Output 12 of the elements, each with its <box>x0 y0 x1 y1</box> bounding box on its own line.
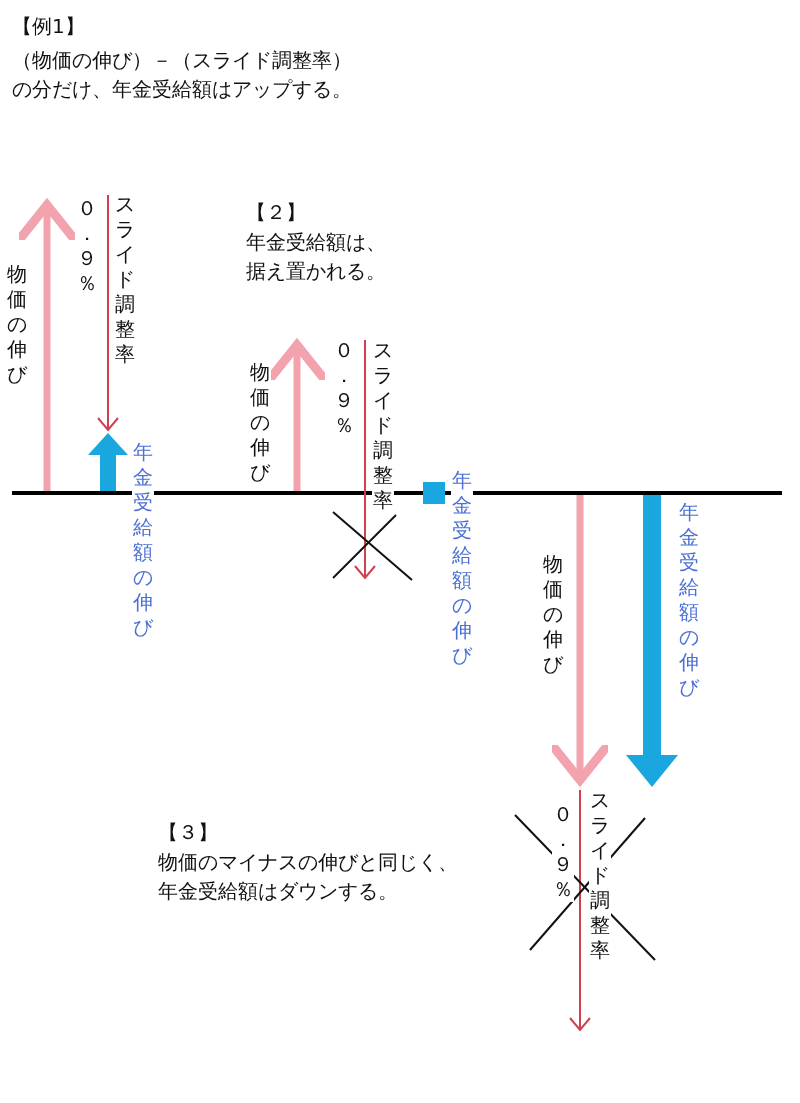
heading: 【例1】 <box>12 13 85 40</box>
axis-label: 年金受給額の伸び <box>678 500 700 700</box>
description-text: （物価の伸び）－（スライド調整率）の分だけ、年金受給額はアップする。 <box>12 47 353 103</box>
axis-label: 年金受給額の伸び <box>451 468 473 668</box>
heading: 【３】 <box>158 819 218 846</box>
description-text: 物価のマイナスの伸びと同じく、年金受給額はダウンする。 <box>158 849 459 905</box>
heading: 【２】 <box>246 199 306 226</box>
axis-label: 年金受給額の伸び <box>132 440 154 640</box>
description-text: 年金受給額は、据え置かれる。 <box>246 229 387 285</box>
axis-label: 物価の伸び <box>542 552 564 677</box>
axis-label: 物価の伸び <box>6 262 28 387</box>
axis-label: 物価の伸び <box>249 360 271 485</box>
